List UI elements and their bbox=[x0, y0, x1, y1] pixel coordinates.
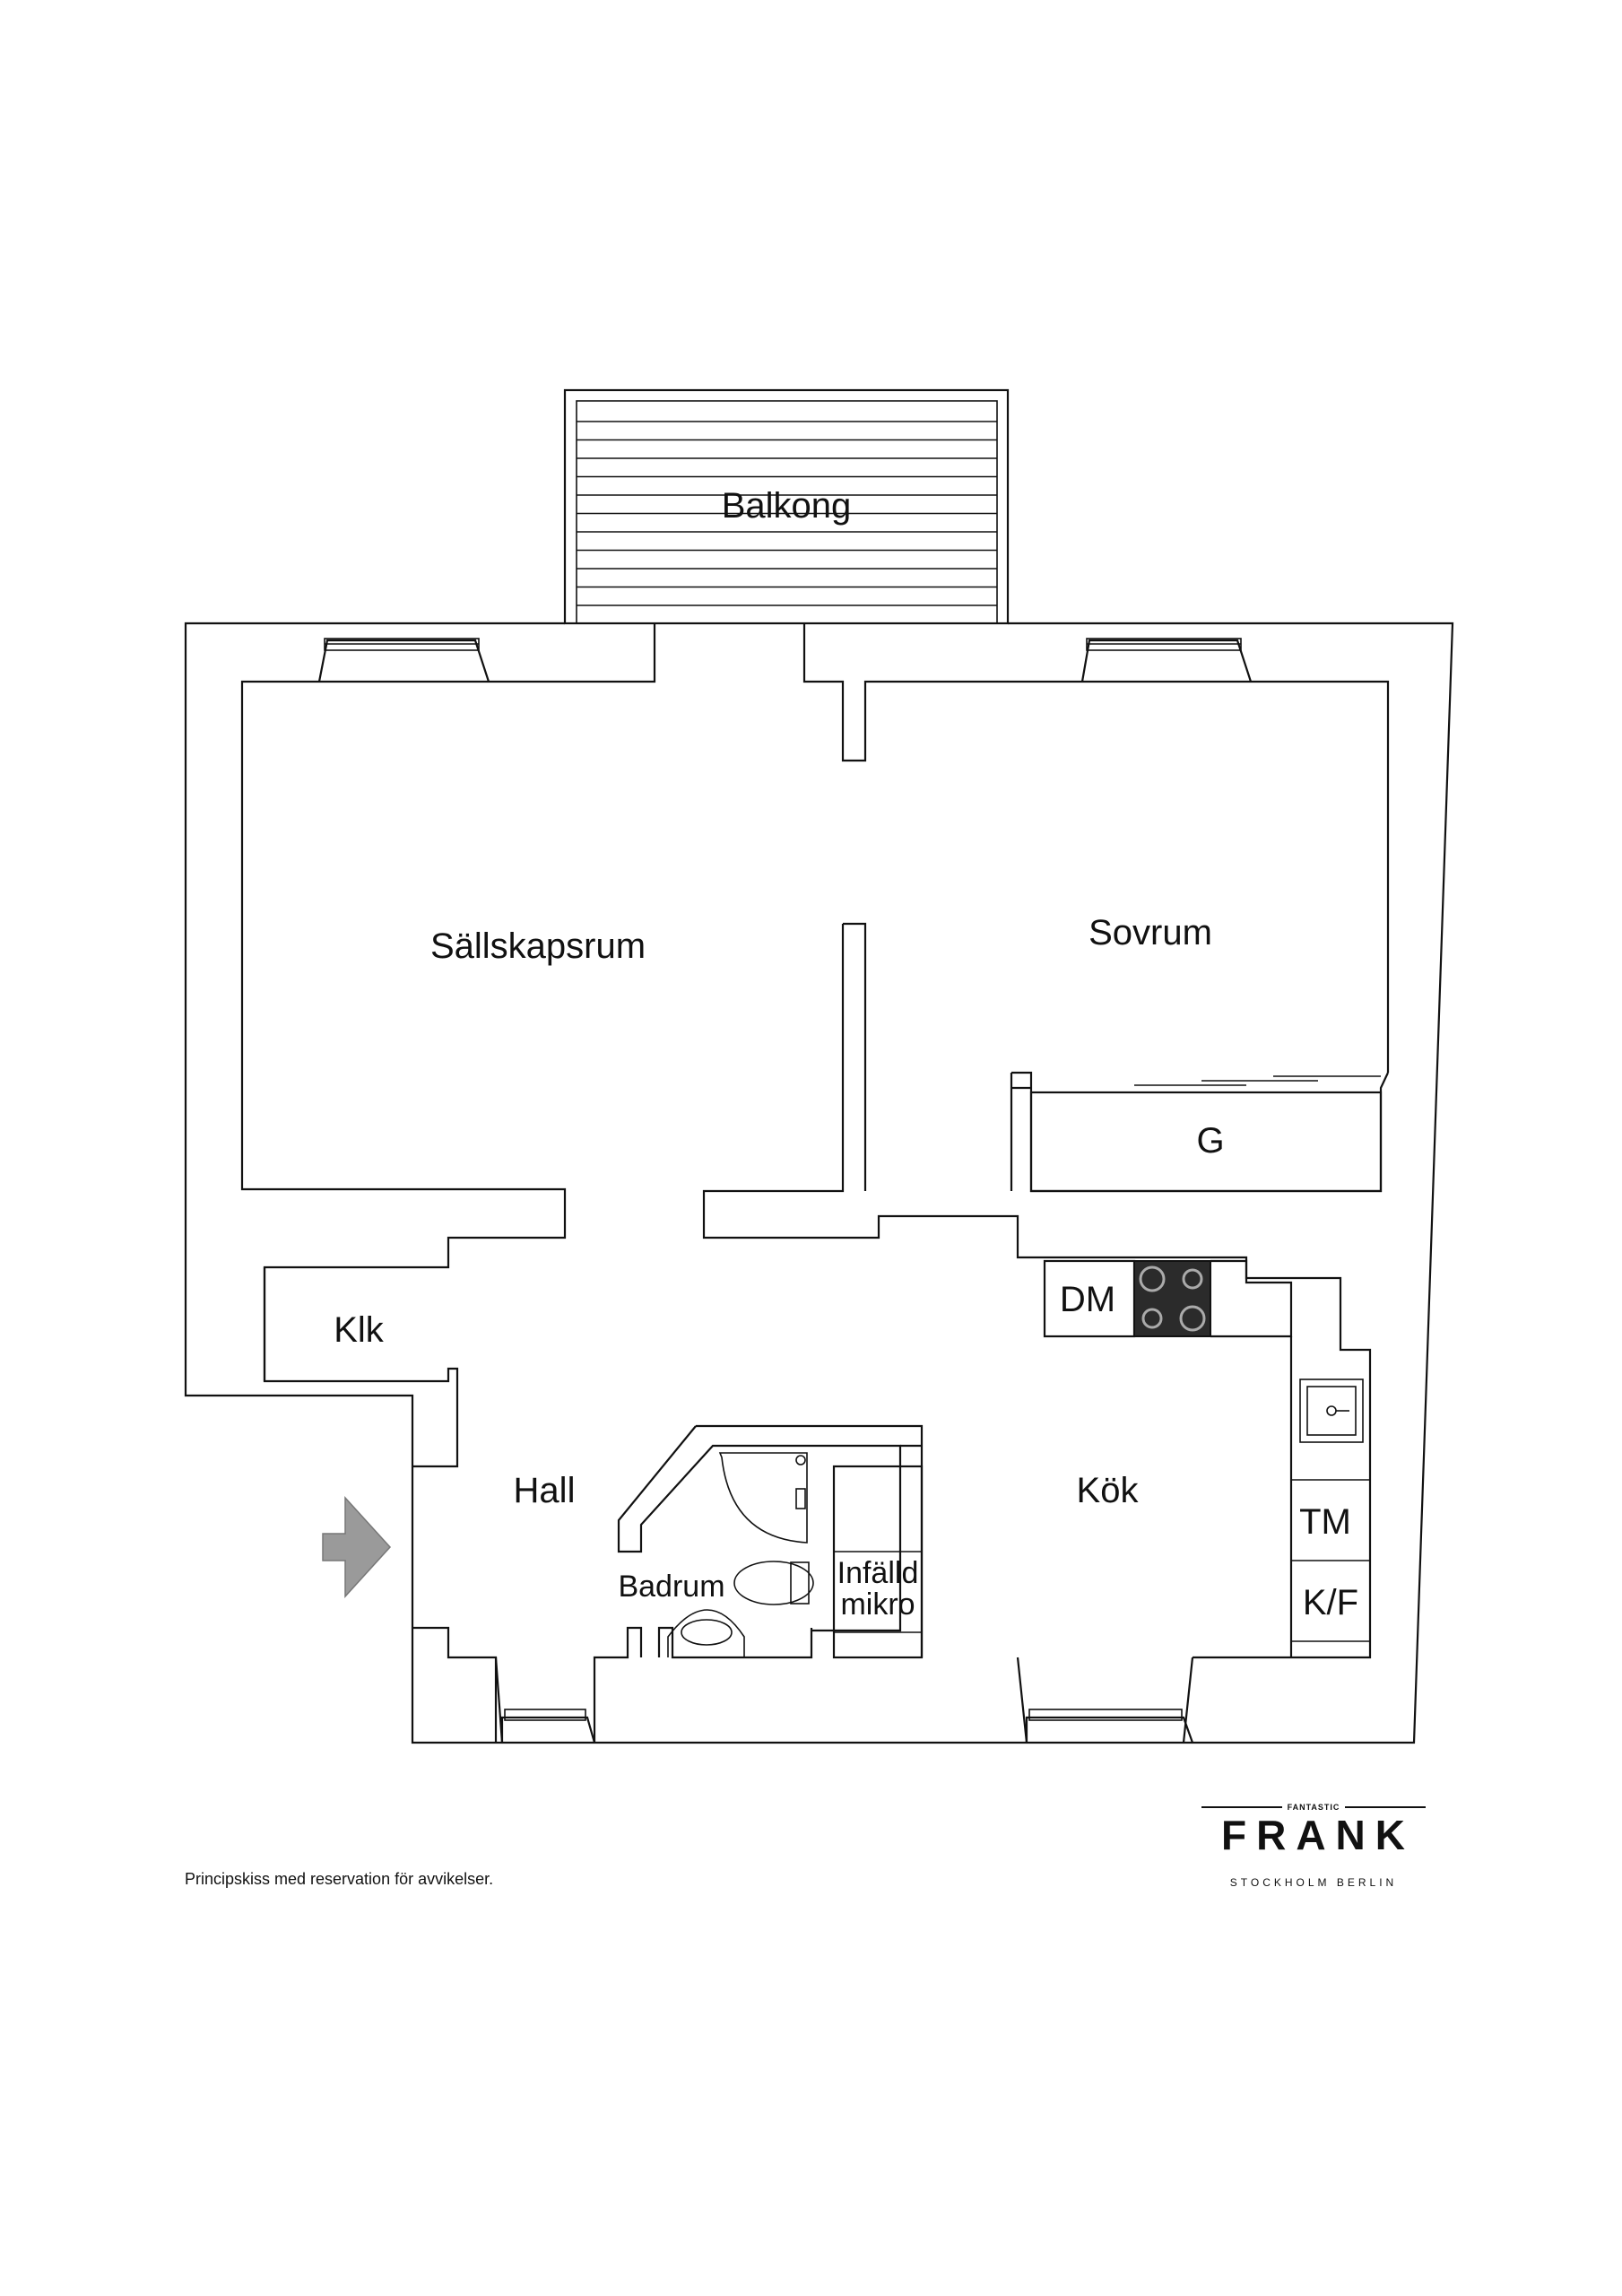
label-living-room: Sällskapsrum bbox=[430, 926, 646, 966]
brand-tagline-row: FANTASTIC bbox=[1201, 1803, 1426, 1812]
label-kitchen: Kök bbox=[1077, 1471, 1140, 1510]
shower-icon bbox=[718, 1452, 808, 1544]
bathroom-fixtures bbox=[667, 1452, 814, 1657]
brand-name: FRANK bbox=[1221, 1812, 1415, 1858]
label-bathroom: Badrum bbox=[618, 1570, 724, 1604]
brand-logo: FANTASTIC FRANK STOCKHOLM BERLIN bbox=[1201, 1803, 1426, 1889]
wardrobe-g bbox=[1029, 1075, 1383, 1193]
outer-walls bbox=[184, 622, 1454, 1744]
label-wardrobe: G bbox=[1196, 1121, 1224, 1161]
kitchen-sink-icon bbox=[1299, 1378, 1364, 1443]
disclaimer-text: Principskiss med reservation för avvikel… bbox=[185, 1870, 494, 1888]
balcony bbox=[563, 388, 1010, 625]
brand-cities: STOCKHOLM BERLIN bbox=[1229, 1876, 1398, 1889]
label-hall: Hall bbox=[514, 1471, 576, 1510]
washbasin-icon bbox=[667, 1609, 745, 1657]
brand-tagline: FANTASTIC bbox=[1287, 1803, 1340, 1812]
kitchen-counter bbox=[832, 1259, 1370, 1659]
label-bedroom: Sovrum bbox=[1089, 913, 1212, 952]
label-fridge-freezer: K/F bbox=[1303, 1583, 1358, 1622]
stove-icon bbox=[1133, 1260, 1211, 1337]
label-closet: Klk bbox=[334, 1310, 385, 1350]
label-microwave-line2: mikro bbox=[840, 1587, 915, 1622]
windows bbox=[324, 638, 1242, 1721]
label-dishwasher: DM bbox=[1060, 1280, 1115, 1319]
toilet-icon bbox=[733, 1561, 814, 1605]
label-washer: TM bbox=[1299, 1502, 1351, 1542]
label-balcony: Balkong bbox=[722, 486, 852, 526]
entrance-arrow-icon bbox=[322, 1496, 392, 1598]
label-microwave-line1: Infälld bbox=[837, 1556, 919, 1590]
